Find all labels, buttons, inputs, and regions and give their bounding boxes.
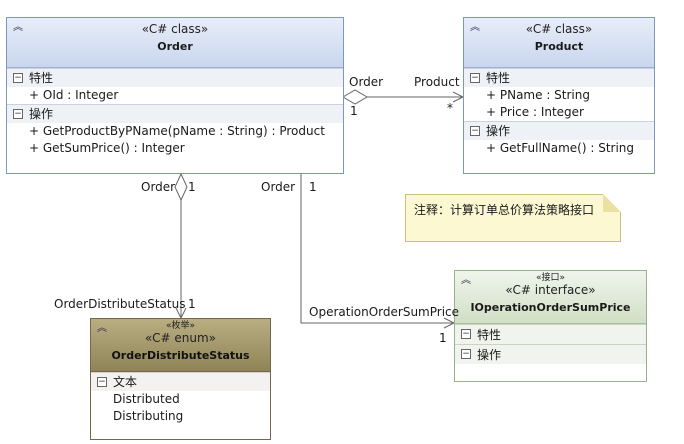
enum-literal-item[interactable]: Distributing [113, 409, 184, 423]
minus-box-icon[interactable]: − [13, 109, 23, 119]
assoc2-target-role: OrderDistributeStatus [54, 297, 186, 311]
assoc2-target-multiplicity: 1 [188, 297, 196, 311]
interface-stereotype: «C# interface» [505, 283, 596, 297]
product-attribute-item[interactable]: + PName : String [486, 88, 590, 102]
enum-literals-label: 文本 [113, 375, 138, 389]
product-operations-label: 操作 [486, 124, 511, 138]
product-class-header[interactable]: ︽ «C# class» Product [464, 18, 654, 68]
order-attributes-label: 特性 [29, 71, 54, 85]
assoc3-source-role: Order [261, 180, 296, 194]
order-stereotype: «C# class» [141, 22, 209, 36]
enum-header[interactable]: ︽ «枚举» «C# enum» OrderDistributeStatus [91, 319, 270, 372]
association-order-product[interactable] [342, 89, 465, 105]
note-text: 注释：计算订单总价算法策略接口 [414, 203, 595, 217]
product-attributes-section[interactable]: − 特性 [464, 68, 654, 87]
assoc2-source-multiplicity: 1 [188, 180, 196, 194]
product-class-name: Product [534, 40, 584, 53]
order-class-header[interactable]: ︽ «C# class» Order [7, 18, 343, 68]
product-attributes-label: 特性 [486, 71, 511, 85]
note-fold-corner [603, 194, 621, 212]
order-class-name: Order [157, 40, 193, 53]
minus-box-icon[interactable]: − [461, 349, 471, 359]
comment-note[interactable]: 注释：计算订单总价算法策略接口 [405, 194, 621, 242]
order-operation-item[interactable]: + GetProductByPName(pName : String) : Pr… [29, 124, 325, 138]
enum-stereotype-small: «枚举» [165, 321, 195, 331]
product-attribute-item[interactable]: + Price : Integer [486, 105, 584, 119]
interface-operations-label: 操作 [477, 348, 502, 362]
chevron-up-icon[interactable]: ︽ [470, 22, 480, 33]
assoc3-source-multiplicity: 1 [309, 180, 317, 194]
enum-box[interactable]: ︽ «枚举» «C# enum» OrderDistributeStatus −… [90, 318, 271, 440]
product-stereotype: «C# class» [525, 22, 593, 36]
order-attribute-item[interactable]: + OId : Integer [29, 88, 119, 102]
enum-literal-item[interactable]: Distributed [113, 392, 180, 406]
enum-stereotype: «C# enum» [144, 331, 216, 345]
interface-stereotype-small: «接口» [535, 273, 565, 283]
assoc2-source-role: Order [141, 180, 176, 194]
assoc1-source-multiplicity: 1 [350, 104, 358, 118]
interface-box[interactable]: ︽ «接口» «C# interface» IOperationOrderSum… [454, 270, 647, 382]
assoc1-target-multiplicity: * [447, 101, 453, 115]
interface-name: IOperationOrderSumPrice [470, 301, 631, 314]
order-operation-item[interactable]: + GetSumPrice() : Integer [29, 141, 185, 155]
order-operations-label: 操作 [29, 107, 54, 121]
association-order-status[interactable] [174, 172, 188, 320]
enum-literals-section[interactable]: − 文本 [91, 372, 270, 391]
order-operations-section[interactable]: − 操作 [7, 104, 343, 123]
chevron-up-icon[interactable]: ︽ [97, 323, 107, 334]
minus-box-icon[interactable]: − [97, 377, 107, 387]
enum-name: OrderDistributeStatus [111, 349, 250, 362]
assoc3-target-role: OperationOrderSumPrice [309, 305, 460, 319]
product-class-box[interactable]: ︽ «C# class» Product − 特性 + PName : Stri… [463, 17, 655, 174]
interface-attributes-label: 特性 [477, 328, 502, 342]
assoc1-target-role: Product [414, 75, 460, 89]
interface-operations-section[interactable]: − 操作 [455, 344, 646, 364]
assoc3-target-multiplicity: 1 [439, 331, 447, 345]
chevron-up-icon[interactable]: ︽ [13, 22, 23, 33]
assoc1-source-role: Order [349, 75, 384, 89]
minus-box-icon[interactable]: − [461, 329, 471, 339]
chevron-up-icon[interactable]: ︽ [461, 275, 471, 286]
product-operations-section[interactable]: − 操作 [464, 121, 654, 140]
order-attributes-section[interactable]: − 特性 [7, 68, 343, 87]
interface-attributes-section[interactable]: − 特性 [455, 324, 646, 344]
minus-box-icon[interactable]: − [470, 126, 480, 136]
minus-box-icon[interactable]: − [470, 73, 480, 83]
interface-header[interactable]: ︽ «接口» «C# interface» IOperationOrderSum… [455, 271, 646, 324]
order-class-box[interactable]: ︽ «C# class» Order − 特性 + OId : Integer … [6, 17, 344, 174]
product-operation-item[interactable]: + GetFullName() : String [486, 141, 635, 155]
minus-box-icon[interactable]: − [13, 73, 23, 83]
